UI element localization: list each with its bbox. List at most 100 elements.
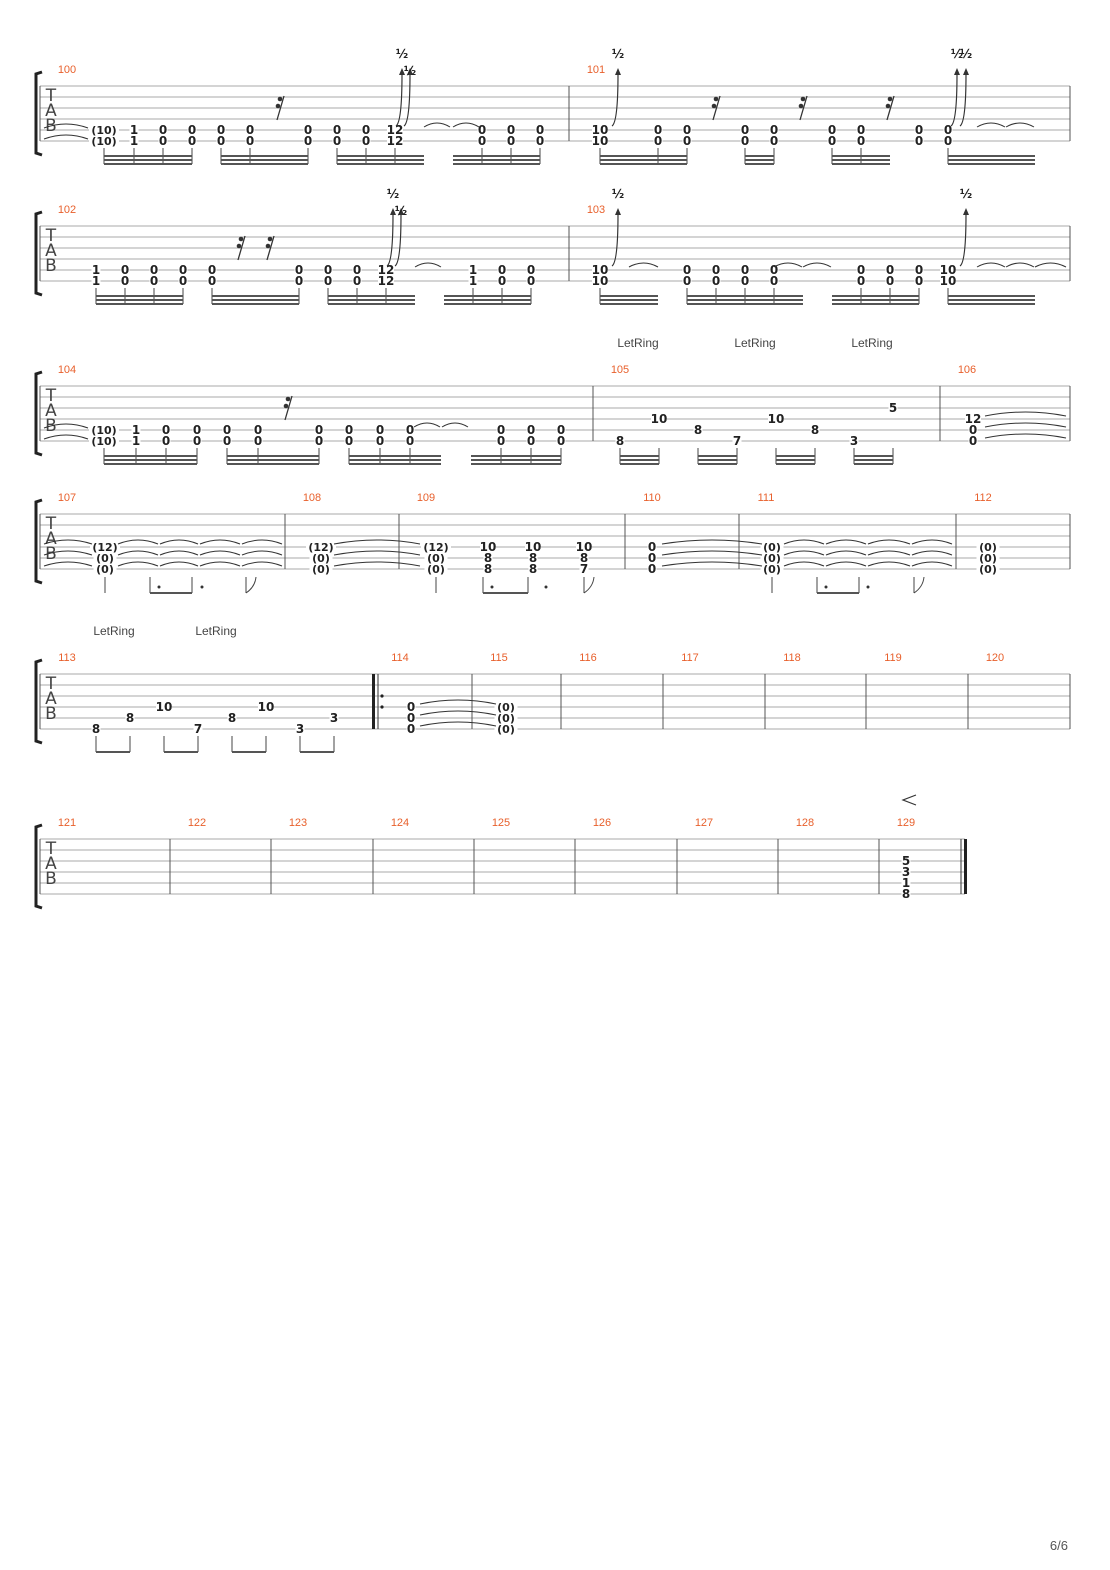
fret-number: 12 bbox=[965, 412, 982, 426]
fret-bg bbox=[592, 125, 608, 135]
fret-bg bbox=[89, 125, 119, 135]
fret-bg bbox=[592, 265, 608, 275]
measure-number: 102 bbox=[58, 204, 76, 216]
fret-bg bbox=[769, 136, 779, 146]
fret-number: 1 bbox=[92, 263, 100, 277]
fret-bg bbox=[525, 542, 541, 552]
tie bbox=[159, 561, 199, 567]
measure: 108(12)(0)(0) bbox=[303, 492, 336, 576]
bend-arrow bbox=[963, 208, 969, 215]
fret-bg bbox=[526, 425, 536, 435]
fret-number: (0) bbox=[312, 563, 330, 576]
beam bbox=[832, 299, 919, 301]
fret-number: 0 bbox=[654, 123, 662, 137]
fret-number: 10 bbox=[592, 123, 609, 137]
fret-bg bbox=[303, 136, 313, 146]
fret-number: 0 bbox=[557, 423, 565, 437]
fret-number: 0 bbox=[741, 123, 749, 137]
tie bbox=[419, 721, 497, 727]
tie bbox=[413, 422, 441, 428]
staff-bracket bbox=[34, 823, 43, 910]
fret-bg bbox=[740, 136, 750, 146]
tie bbox=[333, 550, 421, 556]
fret-number: (0) bbox=[763, 563, 781, 576]
page-number: 6/6 bbox=[1049, 1538, 1068, 1553]
fret-number: 0 bbox=[886, 263, 894, 277]
fret-bg bbox=[914, 265, 924, 275]
rest-dot bbox=[713, 96, 719, 102]
fret-number: 0 bbox=[857, 263, 865, 277]
beam bbox=[221, 163, 308, 165]
beam bbox=[328, 295, 415, 297]
fret-bg bbox=[178, 265, 188, 275]
beam bbox=[698, 463, 737, 465]
fret-number: 0 bbox=[886, 274, 894, 288]
fret-number: 0 bbox=[246, 123, 254, 137]
fret-number: 0 bbox=[188, 134, 196, 148]
tie bbox=[661, 550, 763, 556]
bend-curve bbox=[959, 73, 967, 127]
fret-number: 0 bbox=[217, 123, 225, 137]
rest-dot bbox=[275, 103, 281, 109]
fret-number: 0 bbox=[969, 434, 977, 448]
fret-bg bbox=[494, 713, 518, 723]
fret-number: 5 bbox=[902, 854, 910, 868]
beam bbox=[453, 163, 540, 165]
fret-bg bbox=[693, 425, 703, 435]
fret-number: 0 bbox=[828, 123, 836, 137]
beam bbox=[212, 295, 299, 297]
beam bbox=[444, 295, 531, 297]
fret-bg bbox=[740, 276, 750, 286]
fret-bg bbox=[968, 425, 978, 435]
tie bbox=[452, 122, 480, 128]
fret-bg bbox=[914, 136, 924, 146]
bend-amount: ½ bbox=[612, 47, 624, 61]
fret-bg bbox=[711, 265, 721, 275]
bend-amount: ½ bbox=[612, 187, 624, 201]
fret-bg bbox=[769, 125, 779, 135]
fret-number: (0) bbox=[427, 552, 445, 565]
fret-bg bbox=[309, 564, 333, 574]
fret-bg bbox=[125, 713, 135, 723]
beam bbox=[328, 303, 415, 305]
staff-bracket bbox=[34, 210, 43, 297]
measure-number: 112 bbox=[974, 492, 992, 504]
bend-arrow bbox=[399, 68, 405, 75]
beam bbox=[776, 455, 815, 457]
fret-bg bbox=[329, 713, 339, 723]
fret-bg bbox=[161, 425, 171, 435]
beam bbox=[600, 159, 687, 161]
measure: 118 bbox=[783, 652, 801, 664]
fret-bg bbox=[760, 564, 784, 574]
fret-bg bbox=[506, 136, 516, 146]
beam bbox=[349, 463, 441, 465]
rest-dot bbox=[265, 243, 271, 249]
beam bbox=[854, 463, 893, 465]
fret-number: 10 bbox=[592, 134, 609, 148]
fret-bg bbox=[494, 724, 518, 734]
rest-dot bbox=[283, 403, 289, 409]
beam bbox=[620, 463, 659, 465]
fret-number: 10 bbox=[592, 274, 609, 288]
fret-number: (12) bbox=[92, 541, 117, 554]
fret-bg bbox=[556, 436, 566, 446]
fret-number: 0 bbox=[315, 434, 323, 448]
beam bbox=[776, 463, 815, 465]
beam bbox=[948, 303, 1035, 305]
tie bbox=[825, 550, 867, 556]
fret-number: 0 bbox=[712, 263, 720, 277]
fret-bg bbox=[424, 553, 448, 563]
staff-system: TAB107(12)(0)(0)108(12)(0)(0)109(12)(0)(… bbox=[34, 492, 1071, 594]
beam bbox=[221, 159, 308, 161]
fret-number: 0 bbox=[353, 274, 361, 288]
fret-bg bbox=[332, 136, 342, 146]
fret-number: 0 bbox=[208, 263, 216, 277]
fret-bg bbox=[161, 436, 171, 446]
fret-number: 0 bbox=[188, 123, 196, 137]
dot bbox=[866, 585, 870, 589]
tab-clef-letter: A bbox=[45, 401, 57, 421]
measure-number: 128 bbox=[796, 817, 814, 829]
fret-bg bbox=[976, 542, 1000, 552]
